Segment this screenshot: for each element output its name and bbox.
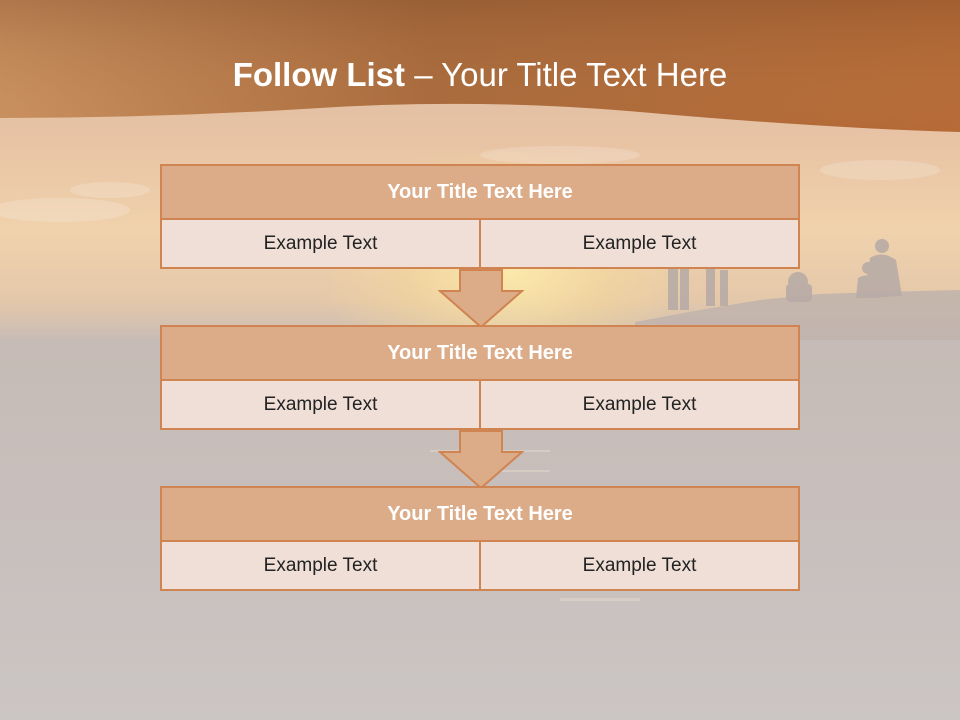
flow-block-2: Your Title Text Here Example Text Exampl…: [160, 325, 800, 430]
flow-block-3: Your Title Text Here Example Text Exampl…: [160, 486, 800, 591]
block-title: Your Title Text Here: [160, 164, 800, 220]
slide-title: Follow List – Your Title Text Here: [0, 56, 960, 94]
slide-title-rest: – Your Title Text Here: [405, 56, 728, 93]
down-arrow-icon: [438, 430, 524, 490]
block-cell-left: Example Text: [160, 542, 481, 591]
block-row: Example Text Example Text: [160, 220, 800, 269]
block-title: Your Title Text Here: [160, 325, 800, 381]
block-cell-left: Example Text: [160, 381, 481, 430]
block-row: Example Text Example Text: [160, 381, 800, 430]
block-cell-left: Example Text: [160, 220, 481, 269]
header-wave: [0, 0, 960, 132]
block-cell-right: Example Text: [479, 542, 800, 591]
block-row: Example Text Example Text: [160, 542, 800, 591]
block-cell-right: Example Text: [479, 220, 800, 269]
down-arrow-icon: [438, 269, 524, 329]
slide-title-bold: Follow List: [232, 56, 406, 93]
block-title: Your Title Text Here: [160, 486, 800, 542]
block-cell-right: Example Text: [479, 381, 800, 430]
flow-block-1: Your Title Text Here Example Text Exampl…: [160, 164, 800, 269]
